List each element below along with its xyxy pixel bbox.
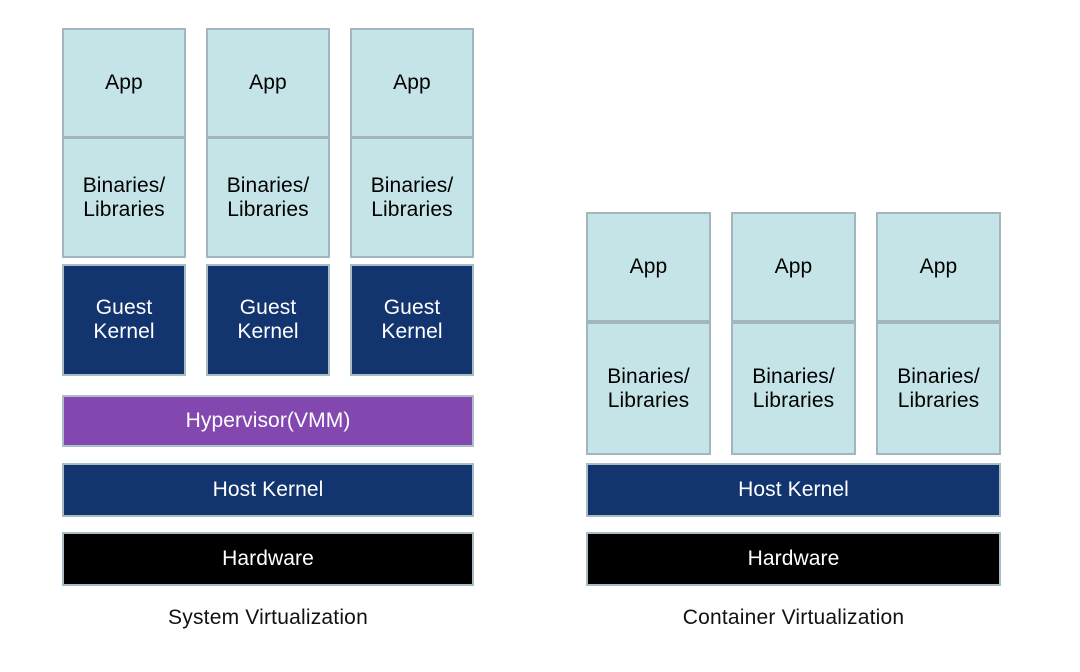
container-caption: Container Virtualization xyxy=(682,606,905,629)
container-col1-binaries: Binaries/ Libraries xyxy=(586,322,711,455)
sysvirt-hypervisor-layer: Hypervisor(VMM) xyxy=(62,395,474,447)
sysvirt-col3-app: App xyxy=(350,28,474,138)
sysvirt-col2-guest-kernel: Guest Kernel xyxy=(206,264,330,376)
sysvirt-caption: System Virtualization xyxy=(168,606,368,629)
container-col3-app: App xyxy=(876,212,1001,322)
sysvirt-col1-app: App xyxy=(62,28,186,138)
container-col3-binaries: Binaries/ Libraries xyxy=(876,322,1001,455)
sysvirt-col2-binaries: Binaries/ Libraries xyxy=(206,137,330,258)
sysvirt-col3-binaries: Binaries/ Libraries xyxy=(350,137,474,258)
sysvirt-col2-app: App xyxy=(206,28,330,138)
sysvirt-hardware-layer: Hardware xyxy=(62,532,474,586)
sysvirt-col1-binaries: Binaries/ Libraries xyxy=(62,137,186,258)
container-col2-binaries: Binaries/ Libraries xyxy=(731,322,856,455)
container-hardware-layer: Hardware xyxy=(586,532,1001,586)
container-host-kernel-layer: Host Kernel xyxy=(586,463,1001,517)
sysvirt-host-kernel-layer: Host Kernel xyxy=(62,463,474,517)
container-col1-app: App xyxy=(586,212,711,322)
sysvirt-col3-guest-kernel: Guest Kernel xyxy=(350,264,474,376)
sysvirt-col1-guest-kernel: Guest Kernel xyxy=(62,264,186,376)
container-col2-app: App xyxy=(731,212,856,322)
